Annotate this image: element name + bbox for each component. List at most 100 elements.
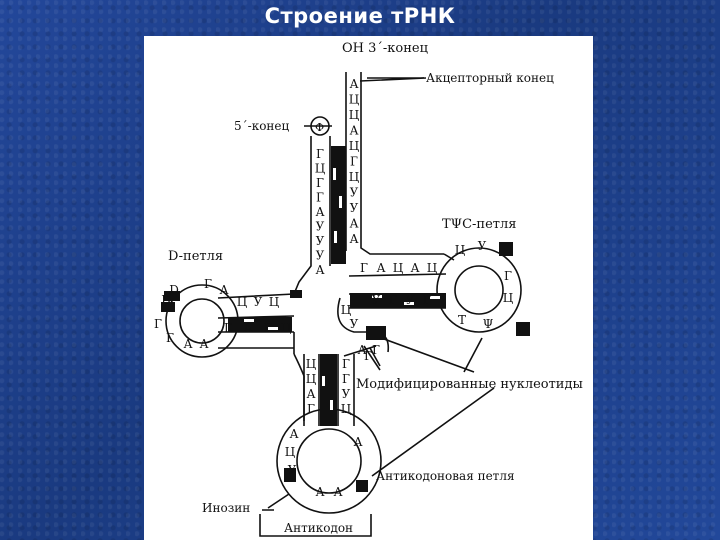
d-loop-label: D-петля (168, 249, 223, 264)
nucleotide-d-loop-letters-0: D (169, 283, 179, 297)
nucleotide-acceptor-5-strand-5: У (316, 220, 325, 234)
nucleotide-d-arm-lower-3: Ц (281, 321, 292, 335)
nucleotide-acceptor-3-strand-3: А (349, 124, 358, 138)
nucleotide-acceptor-3-strand-7: У (350, 186, 359, 200)
five-end-label: 5´-конец (234, 119, 290, 133)
nucleotide-acceptor-5-strand-0: Г (316, 147, 324, 161)
slide-title: Строение тРНК (264, 4, 456, 28)
nucleotide-anticodon-left-2: А (306, 387, 315, 401)
anticodon-label: Антикодон (284, 521, 353, 535)
inosine-label: Инозин (202, 501, 250, 515)
modified-nucleotide-mark-6 (516, 322, 530, 336)
nucleotide-t-loop-letters-3: Ц (503, 291, 514, 305)
nucleotide-t-arm-lower-2: У (406, 293, 415, 307)
nucleotide-t-arm-upper-3: А (410, 261, 419, 275)
trna-diagram-panel: ОН 3´-конец Акцепторный конец 5´-конец Ф… (144, 36, 593, 540)
nucleotide-anticodon-loop-letters-5: А (333, 485, 342, 499)
nucleotide-t-arm-lower-3: Г (423, 293, 431, 307)
nucleotide-acceptor-5-strand-7: У (316, 249, 325, 263)
nucleotide-d-arm-upper-2: Ц (237, 295, 248, 309)
nucleotide-acceptor-3-strand-1: Ц (349, 93, 360, 107)
modified-nucleotide-mark-3 (164, 291, 180, 301)
nucleotide-variable-loop-0: Ц (341, 303, 352, 317)
nucleotide-t-arm-upper-1: А (376, 261, 385, 275)
nucleotide-variable-loop-4: Г (372, 343, 380, 357)
nucleotide-anticodon-right-3: Ц (341, 402, 352, 416)
modified-nucleotide-mark-2 (290, 290, 302, 298)
nucleotide-t-arm-upper-0: Г (360, 261, 368, 275)
nucleotide-t-loop-letters-1: У (478, 239, 487, 253)
nucleotide-anticodon-loop-letters-3: А (353, 435, 362, 449)
nucleotide-anticodon-right-2: У (342, 387, 351, 401)
t-loop-label: ТΨС-петля (442, 217, 516, 232)
acceptor-end-label: Акцепторный конец (426, 71, 554, 85)
nucleotide-acceptor-5-strand-6: У (316, 234, 325, 248)
nucleotide-acceptor-3-strand-4: Ц (349, 139, 360, 153)
t-arm-outline (348, 253, 455, 309)
nucleotide-anticodon-loop-letters-1: Ц (285, 445, 296, 459)
nucleotide-anticodon-loop-letters-2: У (288, 463, 297, 477)
nucleotide-anticodon-left-3: Г (307, 402, 315, 416)
nucleotide-acceptor-3-strand-0: А (349, 77, 358, 91)
t-loop-outline (436, 247, 522, 333)
nucleotide-acceptor-5-strand-8: А (315, 263, 324, 277)
nucleotide-acceptor-3-strand-8: У (350, 201, 359, 215)
nucleotide-acceptor-3-strand-9: А (349, 217, 358, 231)
nucleotide-anticodon-left-1: Ц (306, 372, 317, 386)
leader-lines (259, 77, 495, 537)
nucleotide-t-arm-upper-2: Ц (393, 261, 404, 275)
modified-nucleotide-mark-5 (499, 242, 513, 256)
modified-nucleotide-mark-1 (366, 326, 386, 340)
nucleotide-d-loop-letters-4: А (183, 337, 192, 351)
anticodon-pairing-bars (320, 354, 337, 426)
nucleotide-acceptor-5-strand-2: Г (316, 176, 324, 190)
nucleotide-acceptor-5-strand-4: А (315, 205, 324, 219)
nucleotide-acceptor-3-strand-2: Ц (349, 108, 360, 122)
nucleotide-t-loop-letters-5: Ψ (483, 317, 494, 331)
nucleotide-d-arm-upper-3: У (254, 295, 263, 309)
modified-nucleotide-mark-4 (161, 302, 175, 312)
nucleotide-variable-loop-1: У (350, 317, 359, 331)
nucleotide-variable-loop-2: Г (364, 349, 372, 363)
oh-3-end-label: ОН 3´-конец (342, 41, 428, 56)
acceptor-stem-outline (293, 72, 444, 295)
modified-nucleotide-mark-7 (284, 468, 296, 482)
nucleotide-t-arm-upper-4: Ц (427, 261, 438, 275)
nucleotide-anticodon-right-1: Г (342, 372, 350, 386)
nucleotide-t-loop-letters-0: Ц (455, 243, 466, 257)
modified-nucleotide-mark-8 (356, 480, 368, 492)
acceptor-pairing-bars (331, 146, 346, 264)
phosphate-label: Ф (315, 121, 324, 134)
anticodon-arm-outline (303, 354, 355, 426)
nucleotide-anticodon-left-0: Ц (306, 357, 317, 371)
nucleotide-acceptor-3-strand-5: Г (350, 155, 358, 169)
nucleotide-acceptor-5-strand-1: Ц (315, 162, 326, 176)
nucleotide-acceptor-5-strand-3: Г (316, 191, 324, 205)
nucleotide-t-arm-lower-1: Г (389, 293, 397, 307)
nucleotide-t-loop-letters-2: Г (504, 269, 512, 283)
nucleotide-t-arm-lower-0: У (372, 293, 381, 307)
nucleotide-variable-loop-3: А (357, 343, 366, 357)
nucleotide-d-loop-letters-3: Г (166, 331, 174, 345)
nucleotide-t-loop-letters-4: Т (458, 313, 466, 327)
nucleotide-acceptor-3-strand-6: Ц (349, 170, 360, 184)
nucleotide-d-arm-upper-0: Г (204, 277, 212, 291)
nucleotide-d-loop-letters-2: Г (154, 317, 162, 331)
nucleotide-d-arm-lower-1: А (243, 321, 252, 335)
nucleotide-d-arm-upper-1: А (219, 283, 228, 297)
nucleotide-d-arm-lower-0: Г (224, 321, 232, 335)
nucleotide-anticodon-loop-letters-4: А (315, 485, 324, 499)
nucleotide-d-arm-upper-4: Ц (269, 295, 280, 309)
nucleotide-d-loop-letters-1: D (161, 293, 171, 307)
